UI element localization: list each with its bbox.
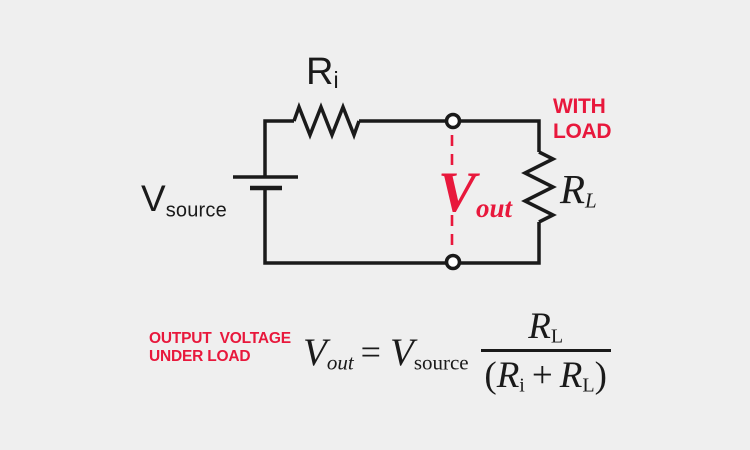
- internal-resistor-symbol: [292, 102, 361, 140]
- source-voltage-label: Vsource: [141, 178, 227, 221]
- formula-fraction: RL (Ri+RL): [480, 306, 611, 396]
- with-load-line1: WITH: [553, 95, 606, 118]
- figure-caption: OUTPUT VOLTAGE UNDER LOAD: [149, 330, 291, 365]
- formula-rhs-base: V: [389, 330, 414, 374]
- vsource-base: V: [141, 178, 166, 219]
- equals-sign: =: [360, 332, 381, 373]
- top-wire: [359, 119, 541, 152]
- denominator-rl-base: R: [559, 354, 583, 396]
- vout-base: V: [438, 161, 477, 224]
- formula-lhs: Vout: [303, 330, 354, 375]
- output-voltage-label: Vout: [438, 164, 512, 221]
- denominator-close-paren: ): [594, 354, 607, 396]
- load-resistor-symbol: [521, 150, 557, 224]
- numerator-base: R: [528, 306, 551, 347]
- fraction-denominator: (Ri+RL): [484, 352, 607, 396]
- left-wire-upper: [263, 119, 294, 177]
- output-node-top: [444, 112, 462, 130]
- ri-base: R: [306, 51, 334, 93]
- output-node-bottom: [444, 253, 462, 271]
- bottom-return-wire: [263, 189, 541, 265]
- ri-subscript: i: [333, 67, 339, 94]
- rl-subscript: L: [585, 188, 597, 213]
- internal-resistor-label: Ri: [306, 51, 339, 94]
- with-load-note: WITH LOAD: [553, 94, 612, 144]
- vout-subscript: out: [476, 192, 513, 223]
- output-voltage-formula: Vout = Vsource RL (Ri+RL): [303, 306, 611, 396]
- denominator-ri-base: R: [496, 354, 520, 396]
- fraction-numerator: RL: [528, 306, 564, 349]
- numerator-subscript: L: [550, 325, 564, 348]
- formula-lhs-base: V: [303, 330, 327, 374]
- rl-base: R: [560, 166, 586, 212]
- with-load-line2: LOAD: [553, 120, 612, 143]
- load-resistor-label: RL: [560, 166, 597, 213]
- denominator-open-paren: (: [484, 354, 497, 396]
- formula-lhs-subscript: out: [326, 350, 354, 375]
- caption-line1: OUTPUT VOLTAGE: [149, 330, 291, 347]
- formula-rhs-subscript: source: [413, 350, 469, 375]
- fraction-bar: [480, 348, 611, 352]
- denominator-ri-subscript: i: [519, 374, 525, 397]
- formula-rhs: Vsource: [389, 330, 469, 375]
- denominator-rl-subscript: L: [582, 374, 595, 397]
- caption-line2: UNDER LOAD: [149, 347, 251, 365]
- plus-sign: +: [531, 354, 553, 396]
- vsource-subscript: source: [165, 199, 227, 222]
